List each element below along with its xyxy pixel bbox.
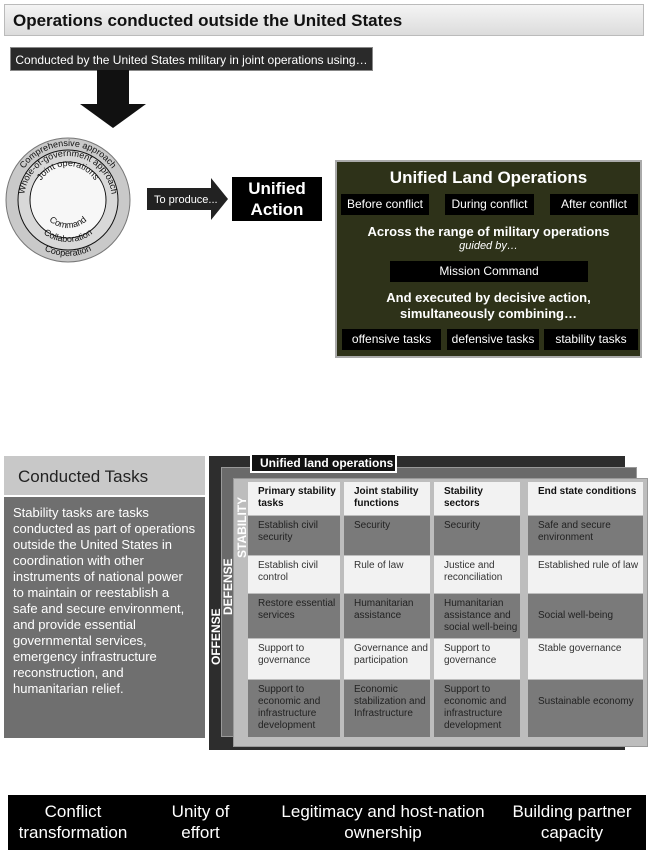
table-cell: Economic stabilization and Infrastructur… <box>344 680 430 737</box>
ring-label: Cooperation <box>43 243 92 258</box>
conducted-tasks-header: Conducted Tasks <box>4 456 205 495</box>
executed-text: And executed by decisive action, <box>386 290 591 305</box>
table-header: Joint stability functions <box>344 482 430 515</box>
table-cell: Establish civil security <box>248 516 340 555</box>
table-cell: Support to economic and infrastructure d… <box>248 680 340 737</box>
defense-label: DEFENSE <box>221 558 235 615</box>
phase-during: During conflict <box>445 194 534 215</box>
offense-label: OFFENSE <box>209 608 223 665</box>
unified-action-box: Unified Action <box>232 177 322 221</box>
table-cell: Governance and participation <box>344 639 430 679</box>
svg-text:Cooperation: Cooperation <box>43 243 92 258</box>
ring-label: Command <box>48 214 88 230</box>
task-defensive: defensive tasks <box>447 329 539 350</box>
range-text: Across the range of military operations <box>367 224 610 239</box>
task-offensive: offensive tasks <box>342 329 441 350</box>
principle: Conflict transformation <box>18 802 128 842</box>
conducted-tasks-body: Stability tasks are tasks conducted as p… <box>4 497 205 738</box>
stability-label: STABILITY <box>235 496 249 558</box>
page-title: Operations conducted outside the United … <box>4 4 644 36</box>
ulo-title: Unified Land Operations <box>389 168 588 187</box>
table-cell: Restore essential services <box>248 594 340 638</box>
table-cell: Rule of law <box>344 556 430 593</box>
phase-after: After conflict <box>550 194 638 215</box>
unified-action-line: Action <box>250 200 304 219</box>
principle: Unity of effort <box>171 802 230 842</box>
table-cell: Humanitarian assistance <box>344 594 430 638</box>
guided-text: guided by… <box>459 240 518 252</box>
table-cell: Security <box>344 516 430 555</box>
table-cell: Support to economic and infrastructure d… <box>434 680 520 737</box>
table-cell: Established rule of law <box>528 556 643 593</box>
table-cell: Humanitarian assistance and social well-… <box>434 594 520 638</box>
table-cell: Support to governance <box>248 639 340 679</box>
table-cell: Security <box>434 516 520 555</box>
table-header: Stability sectors <box>434 482 520 515</box>
unified-land-operations-panel: Unified Land Operations Before conflict … <box>335 160 642 358</box>
layers-title: Unified land operations <box>250 453 397 473</box>
table-cell: Justice and reconciliation <box>434 556 520 593</box>
table-cell: Sustainable economy <box>528 680 643 737</box>
right-arrow-icon <box>147 178 228 220</box>
table-header: End state conditions <box>528 482 643 515</box>
table-header: Primary stability tasks <box>248 482 340 515</box>
approach-diagram: Comprehensive approach Whole-of-governme… <box>5 70 228 263</box>
combining-text: simultaneously combining… <box>400 306 577 321</box>
unified-action-line: Unified <box>248 179 306 198</box>
svg-text:Command: Command <box>48 214 88 230</box>
principles-banner: Conflict transformation Unity of effort … <box>8 795 646 850</box>
principle: Legitimacy and host-nation ownership <box>281 802 485 842</box>
table-cell: Support to governance <box>434 639 520 679</box>
phase-before: Before conflict <box>341 194 429 215</box>
table-cell: Establish civil control <box>248 556 340 593</box>
principle: Building partner capacity <box>512 802 632 842</box>
task-stability: stability tasks <box>544 329 638 350</box>
table-cell: Safe and secure environment <box>528 516 643 555</box>
down-arrow-icon <box>80 70 146 128</box>
subtitle-bar: Conducted by the United States military … <box>10 47 373 71</box>
table-cell: Stable governance <box>528 639 643 679</box>
arrow-label: To produce... <box>154 194 218 206</box>
mission-command-box: Mission Command <box>390 261 588 282</box>
table-cell: Social well-being <box>528 594 643 638</box>
